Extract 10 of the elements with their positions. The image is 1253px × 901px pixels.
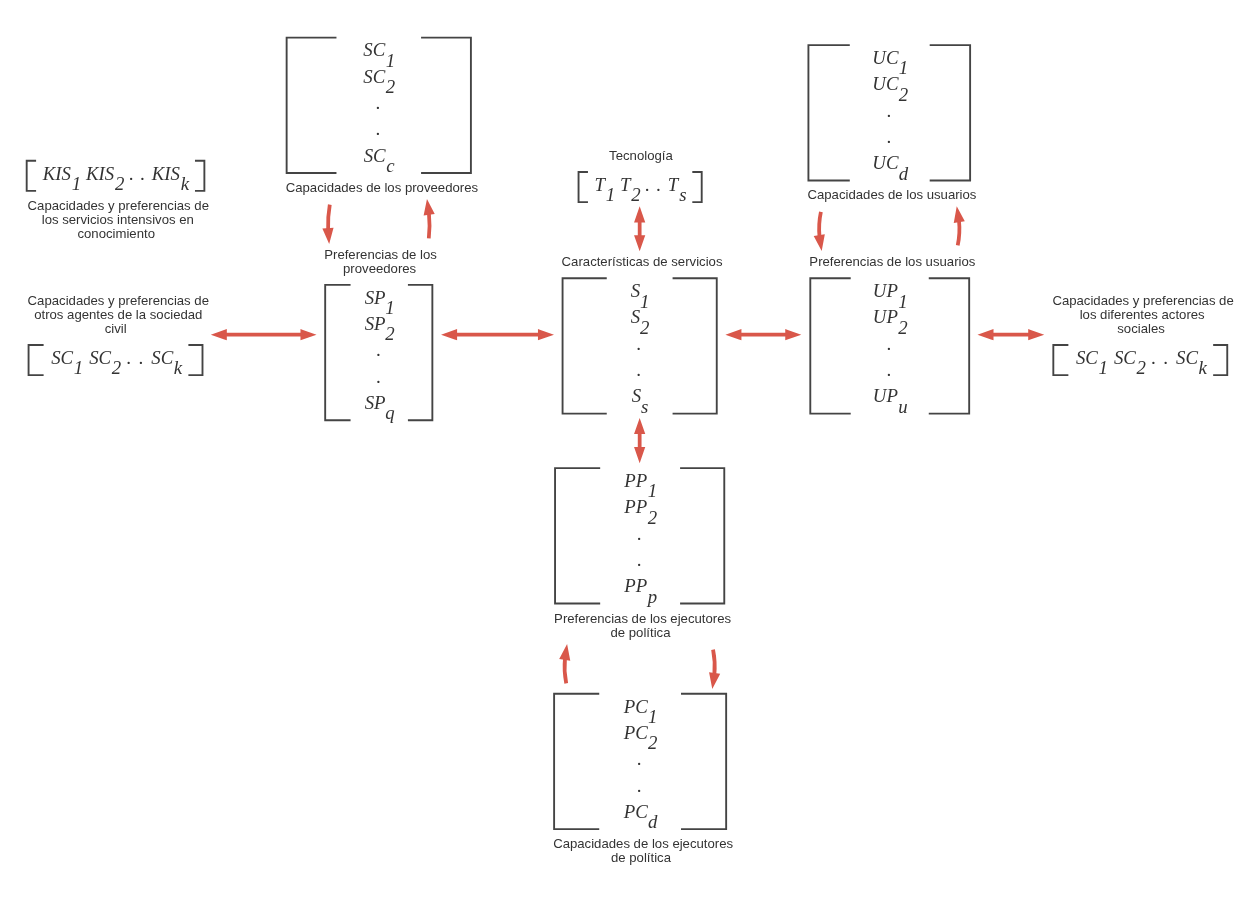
arrow: [423, 198, 435, 239]
arrow: [441, 328, 554, 340]
arrow: [559, 643, 571, 684]
arrow: [953, 205, 965, 246]
arrow: [709, 648, 721, 689]
arrow: [977, 328, 1045, 340]
arrow: [725, 328, 802, 340]
arrow: [813, 211, 825, 251]
arrow: [210, 328, 317, 340]
arrow: [322, 203, 334, 244]
